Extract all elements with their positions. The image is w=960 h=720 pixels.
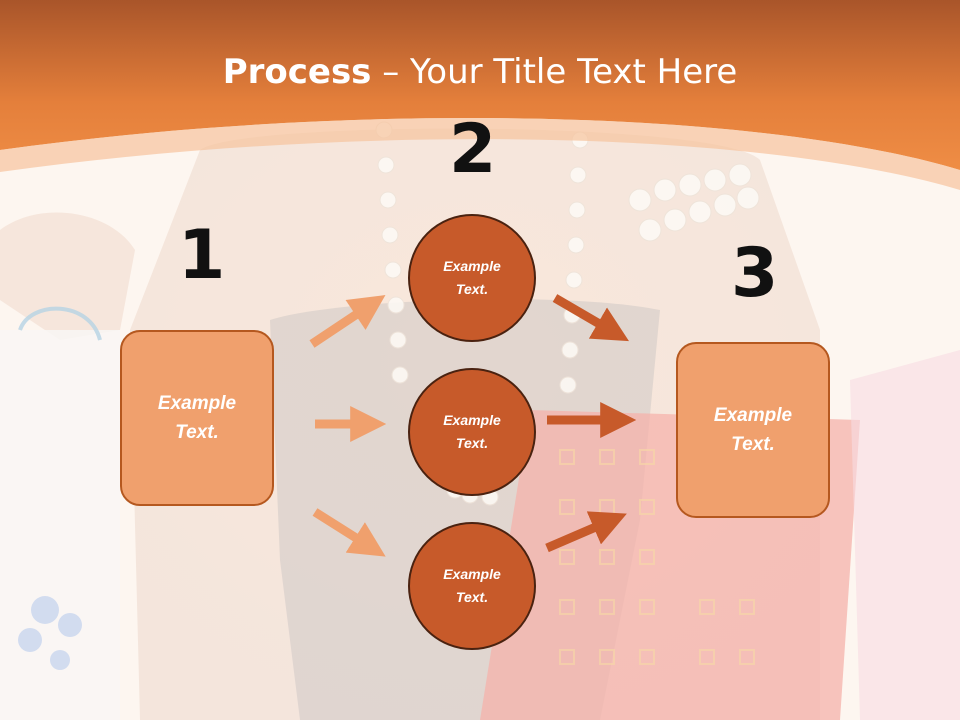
step-number-2: 2 <box>449 110 497 189</box>
circle-3: Example Text. <box>408 522 536 650</box>
left-box: Example Text. <box>120 330 274 506</box>
arrow-circle1-to-box3 <box>552 294 629 342</box>
arrow-circle3-to-box3 <box>545 511 627 553</box>
step-number-1: 1 <box>178 216 226 295</box>
arrow-box1-to-circle1 <box>309 295 386 348</box>
circle-1: Example Text. <box>408 214 536 342</box>
step-number-3: 3 <box>731 234 779 313</box>
arrow-box1-to-circle3 <box>312 508 386 557</box>
title-bold: Process <box>222 52 372 92</box>
page-title: Process – Your Title Text Here <box>0 52 960 92</box>
circle-2: Example Text. <box>408 368 536 496</box>
title-rest: – Your Title Text Here <box>371 52 738 92</box>
right-box: Example Text. <box>676 342 830 518</box>
